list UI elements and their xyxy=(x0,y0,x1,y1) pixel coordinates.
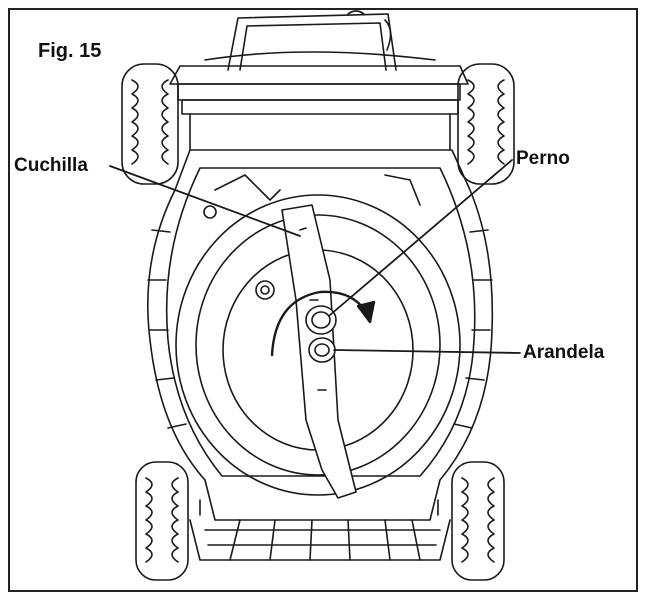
deck xyxy=(146,149,494,521)
front-left-wheel xyxy=(135,461,189,581)
figure-label: Fig. 15 xyxy=(38,40,102,62)
leader-lines xyxy=(109,159,521,354)
bolt-assembly xyxy=(305,305,337,363)
rear-left-wheel xyxy=(121,63,179,185)
rear-right-wheel xyxy=(457,63,515,185)
callout-blade: Cuchilla xyxy=(14,155,88,176)
callout-bolt: Perno xyxy=(516,148,570,169)
front-right-wheel xyxy=(451,461,505,581)
callout-washer: Arandela xyxy=(523,342,605,363)
rotation-arrow xyxy=(270,290,376,357)
rear-shroud xyxy=(169,51,469,151)
handle xyxy=(227,10,397,71)
front-skirt xyxy=(189,499,451,561)
